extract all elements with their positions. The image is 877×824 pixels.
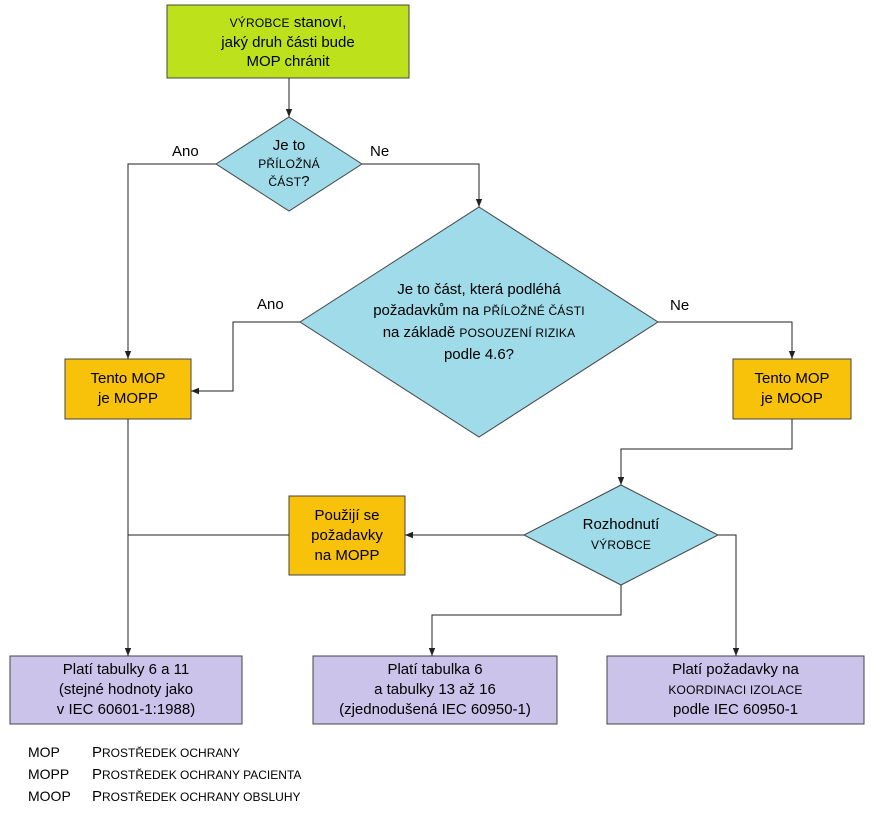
decision-risk-line3-pre: na základě <box>382 324 460 341</box>
moop-text: Tento MOP je MOOP <box>733 359 851 419</box>
decision-risk-line3-sc: POSOUZENÍ RIZIKA <box>459 326 576 340</box>
result-right-text: Platí požadavky na KOORDINACI IZOLACE po… <box>607 656 864 724</box>
moop-line1: Tento MOP <box>754 370 830 387</box>
decision-risk-text: Je to část, která podléhá požadavkům na … <box>340 280 618 364</box>
edge-label-ne-1: Ne <box>370 143 390 160</box>
start-line1-rest: stanoví, <box>289 13 347 31</box>
decision-applied-line1: Je to <box>272 137 306 154</box>
decision-manufacturer-text: Rozhodnutí VÝROBCE <box>554 511 688 559</box>
decision-applied-line3-rest: ? <box>301 173 310 190</box>
edge-label-ne-2: Ne <box>670 297 690 314</box>
mopp-text: Tento MOP je MOPP <box>65 359 191 419</box>
edge-manufacturer-to-result-middle <box>428 585 622 656</box>
legend-abbr: MOOP <box>28 788 71 804</box>
legend-row-mopp: MOPP PROSTŘEDEK OCHRANY PACIENTA <box>28 766 301 783</box>
edge-risk-ano-to-mopp <box>191 321 300 395</box>
result-left-line1: Platí tabulky 6 a 11 <box>62 661 190 678</box>
decision-applied-line3-sc: ČÁST <box>268 175 302 189</box>
edge-label-ano-1: Ano <box>172 143 199 160</box>
legend-row-moop: MOOP PROSTŘEDEK OCHRANY OBSLUHY <box>28 788 301 805</box>
decision-applied-part <box>215 116 363 212</box>
legend-definition: ROSTŘEDEK OCHRANY PACIENTA <box>102 768 302 782</box>
decision-manufacturer-line2: VÝROBCE <box>590 538 652 552</box>
result-middle-box <box>312 655 558 725</box>
result-left-text: Platí tabulky 6 a 11 (stejné hodnoty jak… <box>10 656 242 724</box>
apply-line3: na MOPP <box>314 546 380 564</box>
legend-first-letter: P <box>92 766 103 783</box>
result-right-line3: podle IEC 60950-1 <box>672 701 799 718</box>
apply-mopp-text: Použijí se požadavky na MOPP <box>289 496 405 575</box>
legend-abbr: MOPP <box>28 766 70 782</box>
start-text: VÝROBCE stanoví, jaký druh části bude MO… <box>167 5 409 78</box>
edge-label-ano-2: Ano <box>257 296 284 313</box>
moop-line2: je MOOP <box>761 390 823 407</box>
legend-definition: ROSTŘEDEK OCHRANY OBSLUHY <box>102 790 301 804</box>
decision-risk-line2-sc: PŘÍLOŽNÉ ČÁSTI <box>483 304 585 318</box>
moop-box <box>732 358 852 420</box>
start-line3: MOP chránit <box>246 52 330 70</box>
start-box <box>166 4 410 79</box>
result-left-line2: (stejné hodnoty jako <box>58 681 194 698</box>
mopp-line1: Tento MOP <box>90 370 166 387</box>
edge-manufacturer-to-result-right <box>718 534 740 656</box>
mopp-line2: je MOPP <box>97 390 158 407</box>
result-right-line2: KOORDINACI IZOLACE <box>668 683 803 697</box>
result-middle-text: Platí tabulka 6 a tabulky 13 až 16 (zjed… <box>313 656 557 724</box>
result-right-line1: Platí požadavky na <box>672 661 799 678</box>
legend-first-letter: P <box>92 788 103 805</box>
apply-line2: požadavky <box>311 526 383 544</box>
decision-applied-line2: PŘÍLOŽNÁ <box>258 157 320 171</box>
decision-risk <box>299 206 659 438</box>
decision-risk-line2-pre: požadavkům na <box>373 302 484 319</box>
edge-risk-ne-to-moop <box>658 321 796 359</box>
start-line2: jaký druh části bude <box>221 33 355 51</box>
decision-risk-line1: Je to část, která podléhá <box>397 281 561 298</box>
result-left-box <box>9 655 243 725</box>
result-middle-line1: Platí tabulka 6 <box>387 661 483 678</box>
legend-first-letter: P <box>92 744 103 761</box>
edge-ne-to-risk <box>362 163 483 207</box>
legend-row-mop: MOP PROSTŘEDEK OCHRANY <box>28 744 240 761</box>
edge-moop-to-manufacturer <box>617 419 793 485</box>
legend-definition: ROSTŘEDEK OCHRANY <box>102 746 241 760</box>
decision-applied-text: Je to PŘÍLOŽNÁ ČÁST? <box>229 126 349 202</box>
edge-ano-to-mopp <box>124 163 216 359</box>
decision-risk-line4: podle 4.6? <box>443 346 515 363</box>
result-left-line3: v IEC 60601-1:1988) <box>56 701 196 718</box>
legend-abbr: MOP <box>28 744 60 760</box>
result-middle-line2: a tabulky 13 až 16 <box>374 681 496 698</box>
decision-manufacturer-line1: Rozhodnutí <box>582 516 660 533</box>
start-manufacturer-word: VÝROBCE <box>229 15 290 30</box>
apply-line1: Použijí se <box>314 506 380 524</box>
result-middle-line3: (zjednodušená IEC 60950-1) <box>339 701 531 718</box>
